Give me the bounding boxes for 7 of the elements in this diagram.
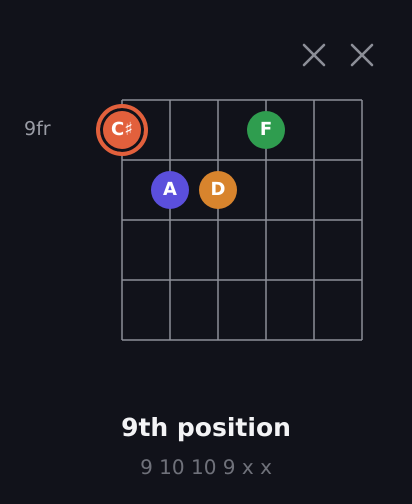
title: 9th position (121, 413, 291, 443)
fret-number: 9fr (24, 118, 51, 141)
root-note-dot: C♯ (96, 104, 148, 156)
fret-numbers-text: 9 10 10 9 x x (140, 455, 272, 479)
note-dot: D (199, 171, 237, 209)
note-dot: A (151, 171, 189, 209)
note-dot: F (247, 111, 285, 149)
